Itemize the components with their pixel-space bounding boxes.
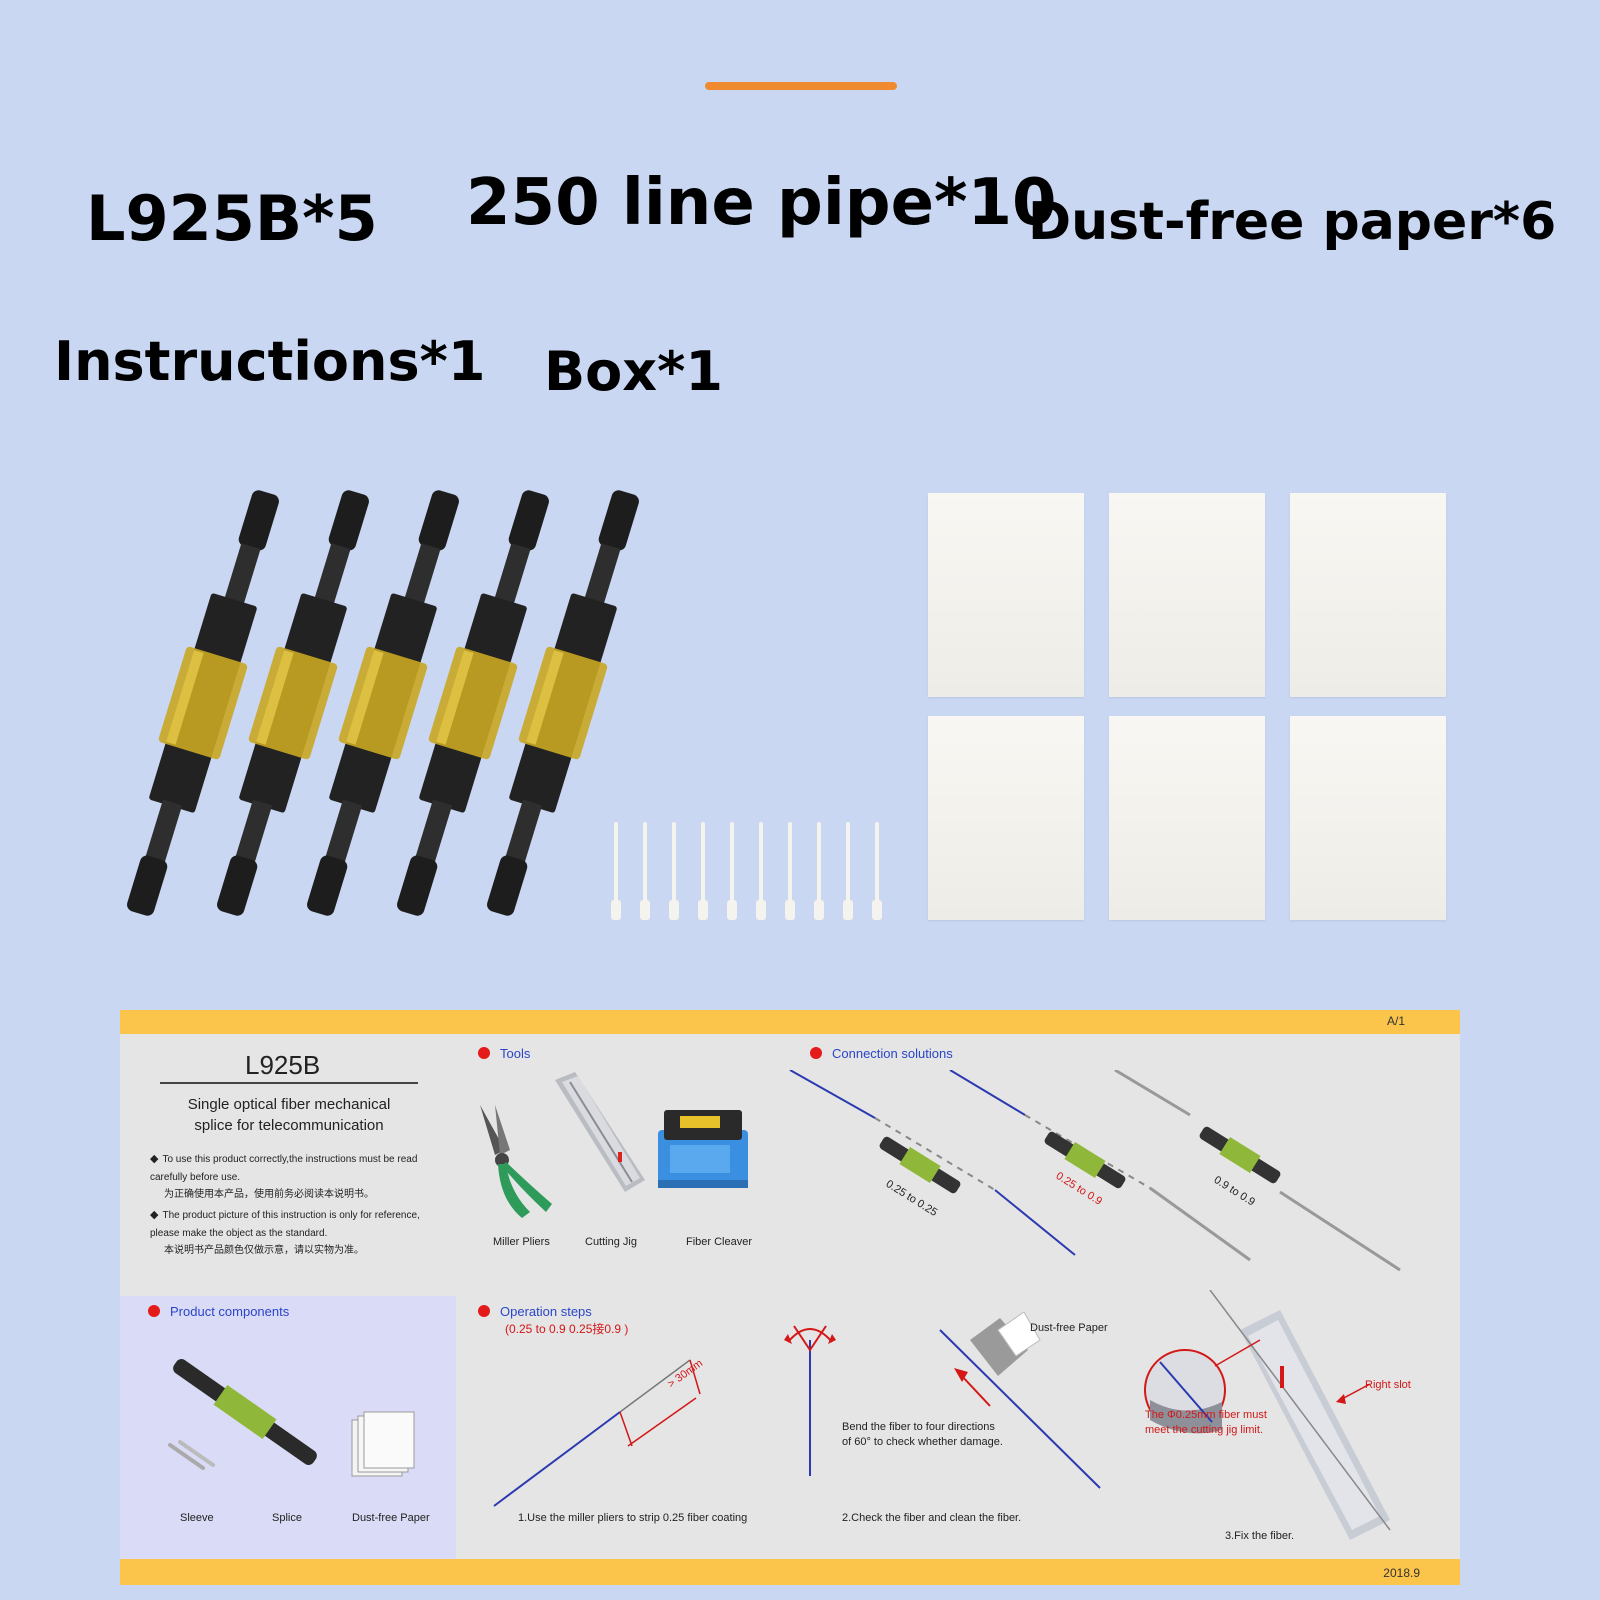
line-pipe <box>727 822 737 920</box>
paper-sheet <box>1290 493 1446 697</box>
fiber-cleaver-icon <box>658 1110 748 1188</box>
instruction-sheet: A/1 L925B Single optical fiber mechanica… <box>120 1010 1460 1585</box>
bend-fiber-icon <box>784 1325 836 1476</box>
l925b-splice <box>217 490 369 916</box>
label-paper-count: Dust-free paper*6 <box>1028 192 1557 252</box>
tools-heading: Tools <box>478 1046 530 1061</box>
l925b-splice <box>397 490 549 916</box>
paper-sheet <box>1290 716 1446 920</box>
bullet-icon <box>148 1305 160 1317</box>
line-pipe <box>785 822 795 920</box>
paper-sheet <box>1109 716 1265 920</box>
note-read-first-cn: 为正确使用本产品，使用前务必阅读本说明书。 <box>164 1189 374 1200</box>
cutting-limit-warning: The Φ0.25mm fiber must meet the cutting … <box>1145 1409 1267 1436</box>
sheet-top-band <box>120 1010 1460 1034</box>
components-heading: Product components <box>148 1304 289 1319</box>
title-divider <box>160 1082 418 1084</box>
operation-heading: Operation steps <box>478 1304 592 1319</box>
l925b-splice <box>127 490 279 916</box>
step3-caption: 3.Fix the fiber. <box>1225 1530 1295 1542</box>
line-pipe <box>872 822 882 920</box>
bullet-icon <box>478 1305 490 1317</box>
component-caption-paper: Dust-free Paper <box>352 1512 430 1524</box>
note-reference-cn: 本说明书产品颜色仅做示意，请以实物为准。 <box>164 1245 364 1256</box>
note-reference: ◆The product picture of this instruction… <box>150 1209 420 1239</box>
step2-caption: 2.Check the fiber and clean the fiber. <box>842 1512 1022 1524</box>
l925b-splice <box>487 490 639 916</box>
line-pipe <box>611 822 621 920</box>
sheet-subtitle: Single optical fiber mechanical splice f… <box>187 1096 391 1134</box>
sheet-bottom-band <box>120 1559 1460 1585</box>
paper-sheet <box>928 716 1084 920</box>
tool-caption-cleaver: Fiber Cleaver <box>686 1236 753 1248</box>
operation-subheading: (0.25 to 0.9 0.25接0.9 ) <box>505 1322 629 1336</box>
note-read-first: ◆To use this product correctly,the instr… <box>150 1153 418 1183</box>
connection-diagrams <box>789 1070 1401 1272</box>
line-pipe <box>669 822 679 920</box>
line-pipe <box>814 822 824 920</box>
sheet-model-title: L925B <box>245 1050 321 1080</box>
label-instructions-count: Instructions*1 <box>54 330 486 393</box>
accent-bar <box>705 82 897 90</box>
label-splice-count: L925B*5 <box>86 182 378 255</box>
connections-heading: Connection solutions <box>810 1046 953 1061</box>
tool-caption-pliers: Miller Pliers <box>493 1236 550 1248</box>
line-pipe <box>756 822 766 920</box>
component-sleeve-icon <box>168 1440 215 1470</box>
paper-sheet <box>1109 493 1265 697</box>
step1-caption: 1.Use the miller pliers to strip 0.25 fi… <box>518 1512 748 1524</box>
line-pipe <box>698 822 708 920</box>
component-splice-icon <box>173 1359 317 1465</box>
sheet-page-number: A/1 <box>1386 1014 1405 1028</box>
strip-fiber-diagram <box>493 1359 701 1507</box>
bullet-icon <box>810 1047 822 1059</box>
bullet-icon <box>478 1047 490 1059</box>
component-caption-sleeve: Sleeve <box>180 1512 214 1524</box>
cutting-jig-icon <box>555 1072 645 1192</box>
sheet-date: 2018.9 <box>1383 1566 1420 1580</box>
l925b-splice <box>307 490 459 916</box>
label-box-count: Box*1 <box>544 340 723 403</box>
tool-caption-jig: Cutting Jig <box>585 1236 637 1248</box>
fix-fiber-diagram <box>1144 1290 1391 1540</box>
component-paper-icon <box>351 1411 415 1477</box>
line-pipe <box>640 822 650 920</box>
dust-paper-label: Dust-free Paper <box>1030 1322 1108 1334</box>
miller-pliers-icon <box>480 1105 552 1218</box>
paper-sheet <box>928 493 1084 697</box>
component-caption-splice: Splice <box>272 1512 302 1524</box>
right-slot-label: Right slot <box>1365 1379 1411 1391</box>
line-pipe <box>843 822 853 920</box>
label-pipe-count: 250 line pipe*10 <box>466 166 1057 240</box>
bend-instruction: Bend the fiber to four directions of 60°… <box>842 1421 1003 1448</box>
clean-fiber-diagram <box>939 1311 1101 1489</box>
